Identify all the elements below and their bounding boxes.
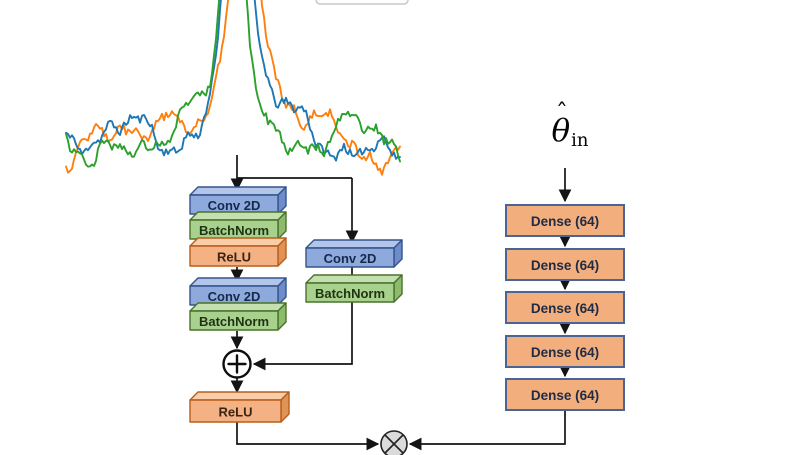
conv2-block: Conv 2D bbox=[189, 277, 287, 306]
skip-conv-block: Conv 2D bbox=[305, 239, 403, 268]
arrow-relu-into-multiply bbox=[236, 422, 380, 451]
signal-plot bbox=[65, 0, 401, 176]
signal-trace-blue bbox=[65, 0, 401, 162]
dense-layer-5: Dense (64) bbox=[505, 378, 625, 411]
arrow-skip-into-add bbox=[252, 302, 353, 371]
dense-layer-2: Dense (64) bbox=[505, 248, 625, 281]
batchnorm2-label: BatchNorm bbox=[199, 314, 269, 329]
legend-box-cropped bbox=[315, 0, 409, 5]
dense-layer-1-label: Dense (64) bbox=[531, 214, 599, 229]
batchnorm2-block: BatchNorm bbox=[189, 302, 287, 331]
dense-layer-4-label: Dense (64) bbox=[531, 345, 599, 360]
theta-symbol: θ bbox=[551, 113, 571, 149]
skip-batchnorm-label: BatchNorm bbox=[315, 286, 385, 301]
theta-subscript: in bbox=[571, 130, 589, 152]
skip-conv-label: Conv 2D bbox=[324, 251, 377, 266]
batchnorm1-label: BatchNorm bbox=[199, 223, 269, 238]
arrow-dense-into-multiply bbox=[408, 410, 566, 451]
hat-accent: ˆ bbox=[555, 99, 568, 128]
times-icon bbox=[384, 434, 404, 454]
skip-batchnorm-block: BatchNorm bbox=[305, 274, 403, 303]
output-relu-block: ReLU bbox=[189, 391, 290, 423]
output-relu-label: ReLU bbox=[219, 405, 253, 420]
signal-trace-green bbox=[65, 0, 401, 168]
add-node bbox=[222, 349, 252, 379]
dense-layer-1: Dense (64) bbox=[505, 204, 625, 237]
dense-layer-5-label: Dense (64) bbox=[531, 388, 599, 403]
conv2-label: Conv 2D bbox=[208, 289, 261, 304]
dense-layer-4: Dense (64) bbox=[505, 335, 625, 368]
dense-layer-2-label: Dense (64) bbox=[531, 258, 599, 273]
dense-layer-3: Dense (64) bbox=[505, 291, 625, 324]
multiply-node bbox=[380, 430, 408, 455]
conv1-block: Conv 2D bbox=[189, 186, 287, 215]
dense-layer-3-label: Dense (64) bbox=[531, 301, 599, 316]
connectors bbox=[230, 155, 572, 451]
relu1-block: ReLU bbox=[189, 237, 287, 267]
relu1-label: ReLU bbox=[217, 250, 251, 265]
batchnorm1-block: BatchNorm bbox=[189, 211, 287, 240]
conv1-label: Conv 2D bbox=[208, 198, 261, 213]
